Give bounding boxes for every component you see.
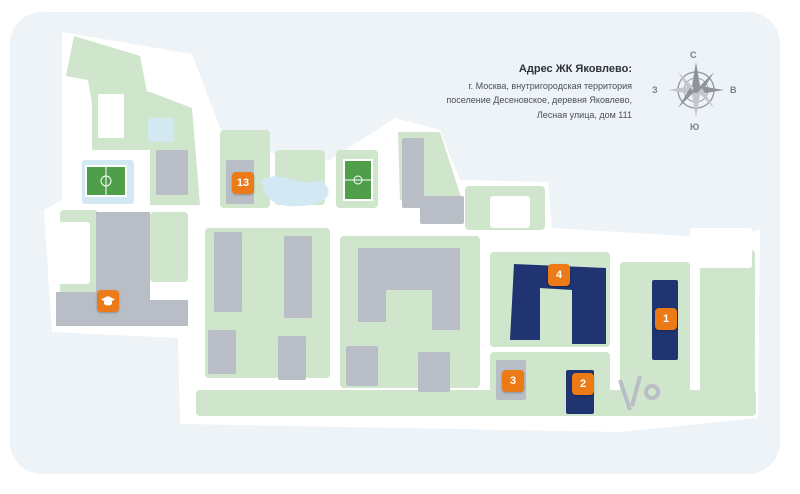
- building-marker-13[interactable]: 13: [232, 172, 254, 194]
- building-marker-4[interactable]: 4: [548, 264, 570, 286]
- school-marker[interactable]: [97, 290, 119, 312]
- compass-east: В: [730, 85, 737, 95]
- address-block: Адрес ЖК Яковлево: г. Москва, внутригоро…: [372, 62, 632, 122]
- compass-icon: [668, 62, 724, 118]
- compass-rose: С Ю З В: [650, 48, 742, 132]
- building-marker-1[interactable]: 1: [655, 308, 677, 330]
- building-marker-2[interactable]: 2: [572, 373, 594, 395]
- address-line-2: поселение Десеновское, деревня Яковлево,: [446, 95, 632, 105]
- graduation-cap-icon: [101, 296, 115, 306]
- compass-south: Ю: [690, 122, 700, 132]
- plots: [48, 94, 752, 284]
- address-line-1: г. Москва, внутригородская территория: [468, 80, 633, 91]
- compass-north: С: [690, 50, 697, 60]
- compass-west: З: [652, 85, 658, 95]
- address-title: Адрес ЖК Яковлево:: [518, 63, 632, 75]
- sports-fields: [85, 159, 373, 201]
- address-line-3: Лесная улица, дом 111: [536, 109, 632, 120]
- building-marker-3[interactable]: 3: [502, 370, 524, 392]
